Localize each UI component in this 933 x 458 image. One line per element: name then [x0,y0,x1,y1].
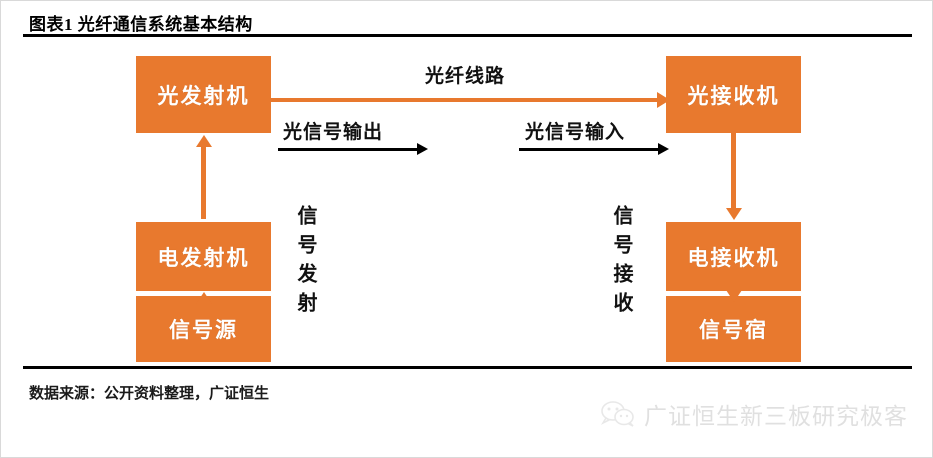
figure-title: 图表1 光纤通信系统基本结构 [29,15,253,34]
block-optical-transmitter: 光发射机 [136,56,271,133]
diagram-canvas: 光发射机 电发射机 信号源 信号发射 光纤线路 光信号输出 光信号输入 光接收机… [1,37,932,366]
label-signal-receive-vertical: 信号接收 [610,205,632,321]
watermark: 广证恒生新三板研究极客 [600,397,908,431]
figure-source: 数据来源：公开资料整理，广证恒生 [29,386,270,402]
arrow-optical-input [519,143,669,155]
arrow-electrical-to-optical-transmitter [195,135,212,219]
label-fiber-line: 光纤线路 [425,66,506,87]
title-divider-rule [23,34,912,37]
block-signal-source: 信号源 [136,296,271,362]
arrow-optical-to-electrical-receiver [725,133,742,220]
source-divider-rule [23,366,912,369]
block-electrical-transmitter: 电发射机 [136,222,271,291]
block-electrical-receiver: 电接收机 [666,222,801,291]
label-optical-output: 光信号输出 [283,122,384,143]
arrow-optical-output [278,143,428,155]
block-signal-sink: 信号宿 [666,296,801,362]
fiber-link-line [271,92,670,108]
label-optical-input: 光信号输入 [525,122,626,143]
watermark-text: 广证恒生新三板研究极客 [644,403,908,429]
label-signal-transmit-vertical: 信号发射 [294,205,316,321]
block-optical-receiver: 光接收机 [666,56,801,133]
wechat-icon [600,401,635,427]
